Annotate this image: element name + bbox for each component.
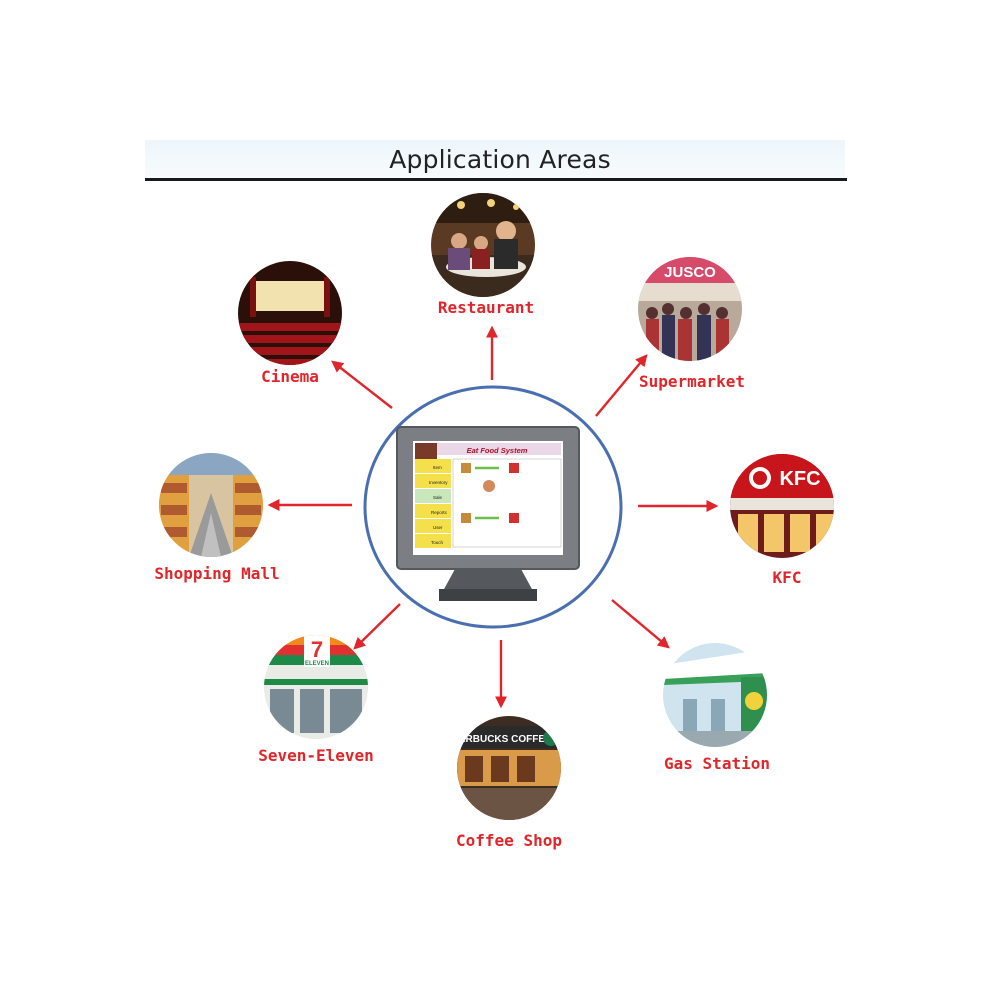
- pos-terminal-hub: Eat Food System Item Inventory Sale Repo…: [361, 383, 625, 631]
- gas-station-photo: [663, 643, 767, 747]
- pos-menu-user: User: [433, 525, 443, 530]
- seven-eleven-photo: 7 ELEVEN: [264, 635, 368, 739]
- arrow-cinema: [331, 360, 393, 409]
- jusco-sign: JUSCO: [664, 264, 716, 281]
- label-coffee-shop: Coffee Shop: [456, 831, 562, 850]
- shopping-mall-photo: [159, 453, 263, 557]
- pos-menu-reports: Reports: [431, 510, 448, 515]
- pos-menu-sale: Sale: [433, 495, 443, 500]
- label-cinema: Cinema: [261, 367, 319, 386]
- label-shopping-mall: Shopping Mall: [154, 564, 280, 583]
- supermarket-photo: JUSCO: [638, 257, 742, 361]
- kfc-photo: KFC: [730, 454, 834, 558]
- label-supermarket: Supermarket: [639, 372, 745, 391]
- label-kfc: KFC: [772, 568, 802, 587]
- seven-sign: 7: [311, 637, 323, 662]
- coffee-shop-photo: ARBUCKS COFFEE: [457, 716, 561, 820]
- pos-menu-touch: Touch: [431, 540, 444, 545]
- restaurant-photo: [431, 193, 535, 297]
- kfc-sign: KFC: [779, 468, 820, 490]
- page-title: Application Areas: [389, 145, 611, 174]
- label-restaurant: Restaurant: [437, 298, 535, 317]
- arrow-supermarket: [595, 354, 648, 417]
- pos-system-title: Eat Food System: [467, 446, 528, 455]
- pos-menu-item: Item: [433, 465, 442, 470]
- starbucks-sign: ARBUCKS COFFEE: [458, 734, 552, 745]
- title-divider: [145, 178, 847, 181]
- arrow-seven-eleven: [353, 603, 401, 650]
- label-gas-station: Gas Station: [664, 754, 770, 773]
- monitor-stand: [443, 569, 533, 591]
- label-seven-eleven: Seven-Eleven: [258, 746, 374, 765]
- title-band: [145, 140, 845, 178]
- pos-menu-inventory: Inventory: [429, 480, 448, 485]
- eleven-sign: ELEVEN: [305, 661, 329, 667]
- cinema-photo: [238, 261, 342, 365]
- arrow-gas-station: [611, 599, 670, 649]
